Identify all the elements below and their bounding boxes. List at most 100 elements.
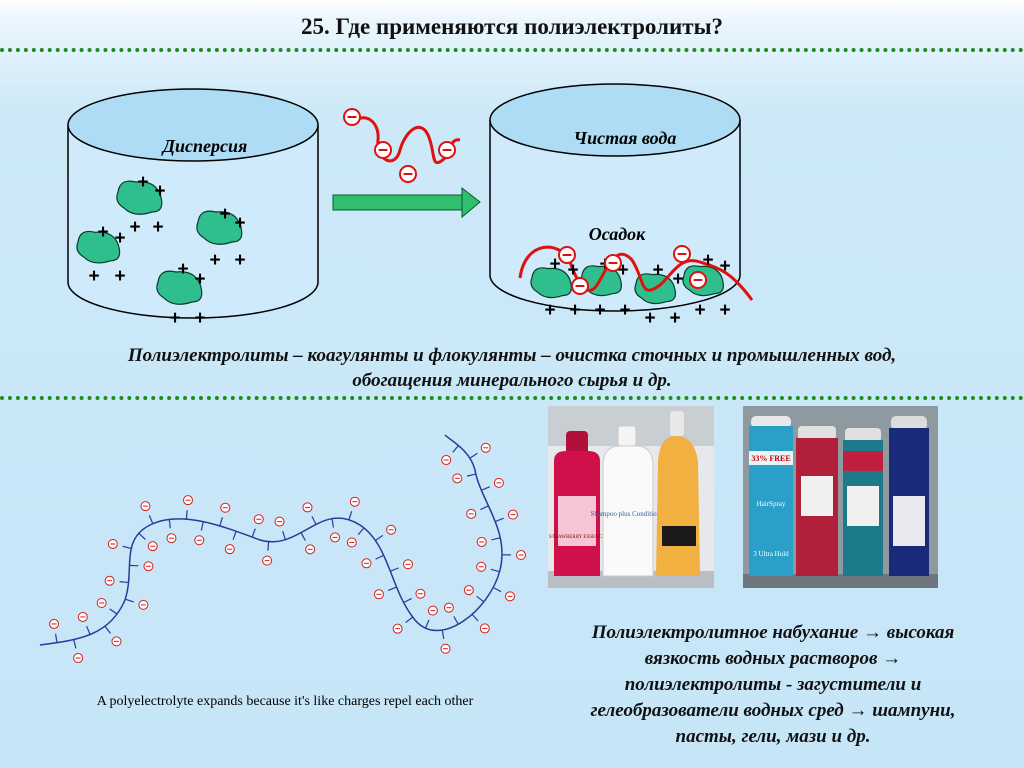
- dispersion-positive-charges: ++++++++++++++++: [88, 172, 245, 329]
- positive-charge: +: [114, 228, 125, 249]
- positive-charge: +: [137, 172, 148, 193]
- chain-ticks: [54, 445, 512, 649]
- chain-tick: [168, 519, 171, 529]
- bottle-label-strawberry: STRAWBERRY ESSENCE: [549, 535, 605, 540]
- positive-charge: +: [672, 269, 683, 290]
- positive-charge: +: [177, 259, 188, 280]
- chain-tick: [469, 452, 478, 459]
- positive-charge: +: [114, 266, 125, 287]
- chain-tick: [495, 517, 504, 523]
- can-badge-free: 33% FREE: [751, 454, 790, 463]
- chain-caption: A polyelectrolyte expands because it's l…: [96, 694, 474, 709]
- chain-tick: [185, 510, 188, 520]
- dispersion-particle: [76, 230, 121, 264]
- dispersion-particle: [196, 210, 243, 245]
- chain-tick: [148, 515, 154, 524]
- positive-charge: +: [97, 222, 108, 243]
- chain-tick: [441, 629, 445, 640]
- positive-charge: +: [644, 308, 655, 329]
- positive-charge: +: [619, 300, 630, 321]
- chain-tick: [390, 567, 399, 572]
- chain-tick: [490, 568, 500, 573]
- arrow-right-icon: →: [882, 648, 902, 669]
- chain-tick: [387, 586, 397, 592]
- positive-charge: +: [694, 300, 705, 321]
- divider-top: [0, 48, 1024, 52]
- slide-title: 25. Где применяются полиэлектролиты?: [300, 14, 724, 39]
- positive-charge: +: [154, 181, 165, 202]
- bottle-label-shampoo: Shampoo plus Conditioner: [590, 510, 666, 518]
- swelling-line-4-part-a: гелеобразователи водных сред: [590, 700, 849, 721]
- positive-charge: +: [234, 250, 245, 271]
- positive-charge: +: [719, 256, 730, 277]
- polyelectrolyte-chain-diagram: [39, 434, 527, 664]
- chain-tick: [267, 541, 270, 551]
- positive-charge: +: [652, 260, 663, 281]
- positive-charge: +: [544, 300, 555, 321]
- swelling-line-1-part-a: Полиэлектролитное набухание: [591, 622, 863, 643]
- chain-tick: [311, 516, 317, 525]
- swelling-line-4-part-b: шампуни,: [867, 700, 956, 721]
- shampoo-bottles-photo: STRAWBERRY ESSENCE Shampoo plus Conditio…: [548, 406, 714, 588]
- positive-charge: +: [567, 260, 578, 281]
- swelling-description: Полиэлектролитное набухание → высокая вя…: [548, 620, 998, 750]
- chain-tick: [138, 532, 146, 540]
- chain-tick: [424, 619, 430, 629]
- chain-tick: [104, 625, 111, 634]
- application-caption: Полиэлектролиты – коагулянты и флокулянт…: [20, 343, 1004, 393]
- positive-charge: +: [719, 300, 730, 321]
- chain-tick: [452, 445, 459, 453]
- bound-polymer-charges: [558, 245, 707, 295]
- chain-tick: [282, 530, 287, 540]
- chain-tick: [491, 537, 501, 541]
- positive-charge: +: [219, 204, 230, 225]
- can-label-hold: 3 Ultra Hold: [753, 550, 789, 558]
- chain-tick: [492, 586, 502, 593]
- process-arrow: [332, 186, 481, 219]
- dispersion-container: [67, 88, 319, 319]
- hairspray-cans-photo: 33% FREE HairSpray 3 Ultra Hold: [743, 406, 938, 588]
- dispersion-particle: [156, 270, 203, 305]
- swelling-line-5: пасты, гели, мази и др.: [675, 726, 871, 747]
- chain-tick: [476, 595, 485, 603]
- positive-charge: +: [702, 250, 713, 271]
- divider-middle: [0, 396, 1024, 400]
- arrow-right-icon: →: [862, 622, 882, 643]
- chain-tick: [481, 486, 490, 491]
- chain-tick: [125, 598, 135, 603]
- chain-tick: [54, 633, 58, 643]
- positive-charge: +: [209, 250, 220, 271]
- swelling-line-3: полиэлектролиты - загустители и: [624, 674, 922, 695]
- chain-tick: [466, 473, 476, 477]
- positive-charge: +: [234, 213, 245, 234]
- can-label-hairspray: HairSpray: [757, 500, 786, 508]
- sediment-label: Осадок: [589, 224, 646, 244]
- dispersion-label: Дисперсия: [161, 136, 248, 156]
- arrow-right-icon: →: [848, 700, 868, 721]
- chain-tick: [200, 521, 204, 531]
- chain-tick: [109, 608, 118, 615]
- swelling-line-4: гелеобразователи водных сред → шампуни,: [548, 698, 998, 724]
- chain-tick: [405, 616, 414, 624]
- chain-tick: [480, 505, 489, 511]
- chain-tick: [471, 613, 479, 622]
- flocculation-diagram: Дисперсия Чистая вода Осадок +++++++++++…: [67, 83, 754, 329]
- positive-charge: +: [194, 269, 205, 290]
- swelling-line-2-part-a: вязкость водных растворов: [644, 648, 883, 669]
- dispersion-particles: [76, 180, 243, 305]
- positive-charge: +: [152, 217, 163, 238]
- chain-tick: [219, 517, 223, 527]
- chain-tick: [73, 639, 77, 649]
- positive-charge: +: [169, 308, 180, 329]
- chain-tick: [119, 581, 129, 584]
- positive-charge: +: [617, 260, 628, 281]
- free-polymer-charges: [343, 108, 456, 183]
- clean-water-container: [489, 83, 741, 312]
- chain-tick: [375, 534, 384, 541]
- swelling-line-1: Полиэлектролитное набухание → высокая: [548, 620, 998, 646]
- positive-charge: +: [129, 217, 140, 238]
- positive-charge: +: [569, 300, 580, 321]
- application-caption-line1: Полиэлектролиты – коагулянты и флокулянт…: [127, 345, 897, 366]
- chain-charges: [49, 442, 527, 664]
- chain-tick: [375, 554, 384, 560]
